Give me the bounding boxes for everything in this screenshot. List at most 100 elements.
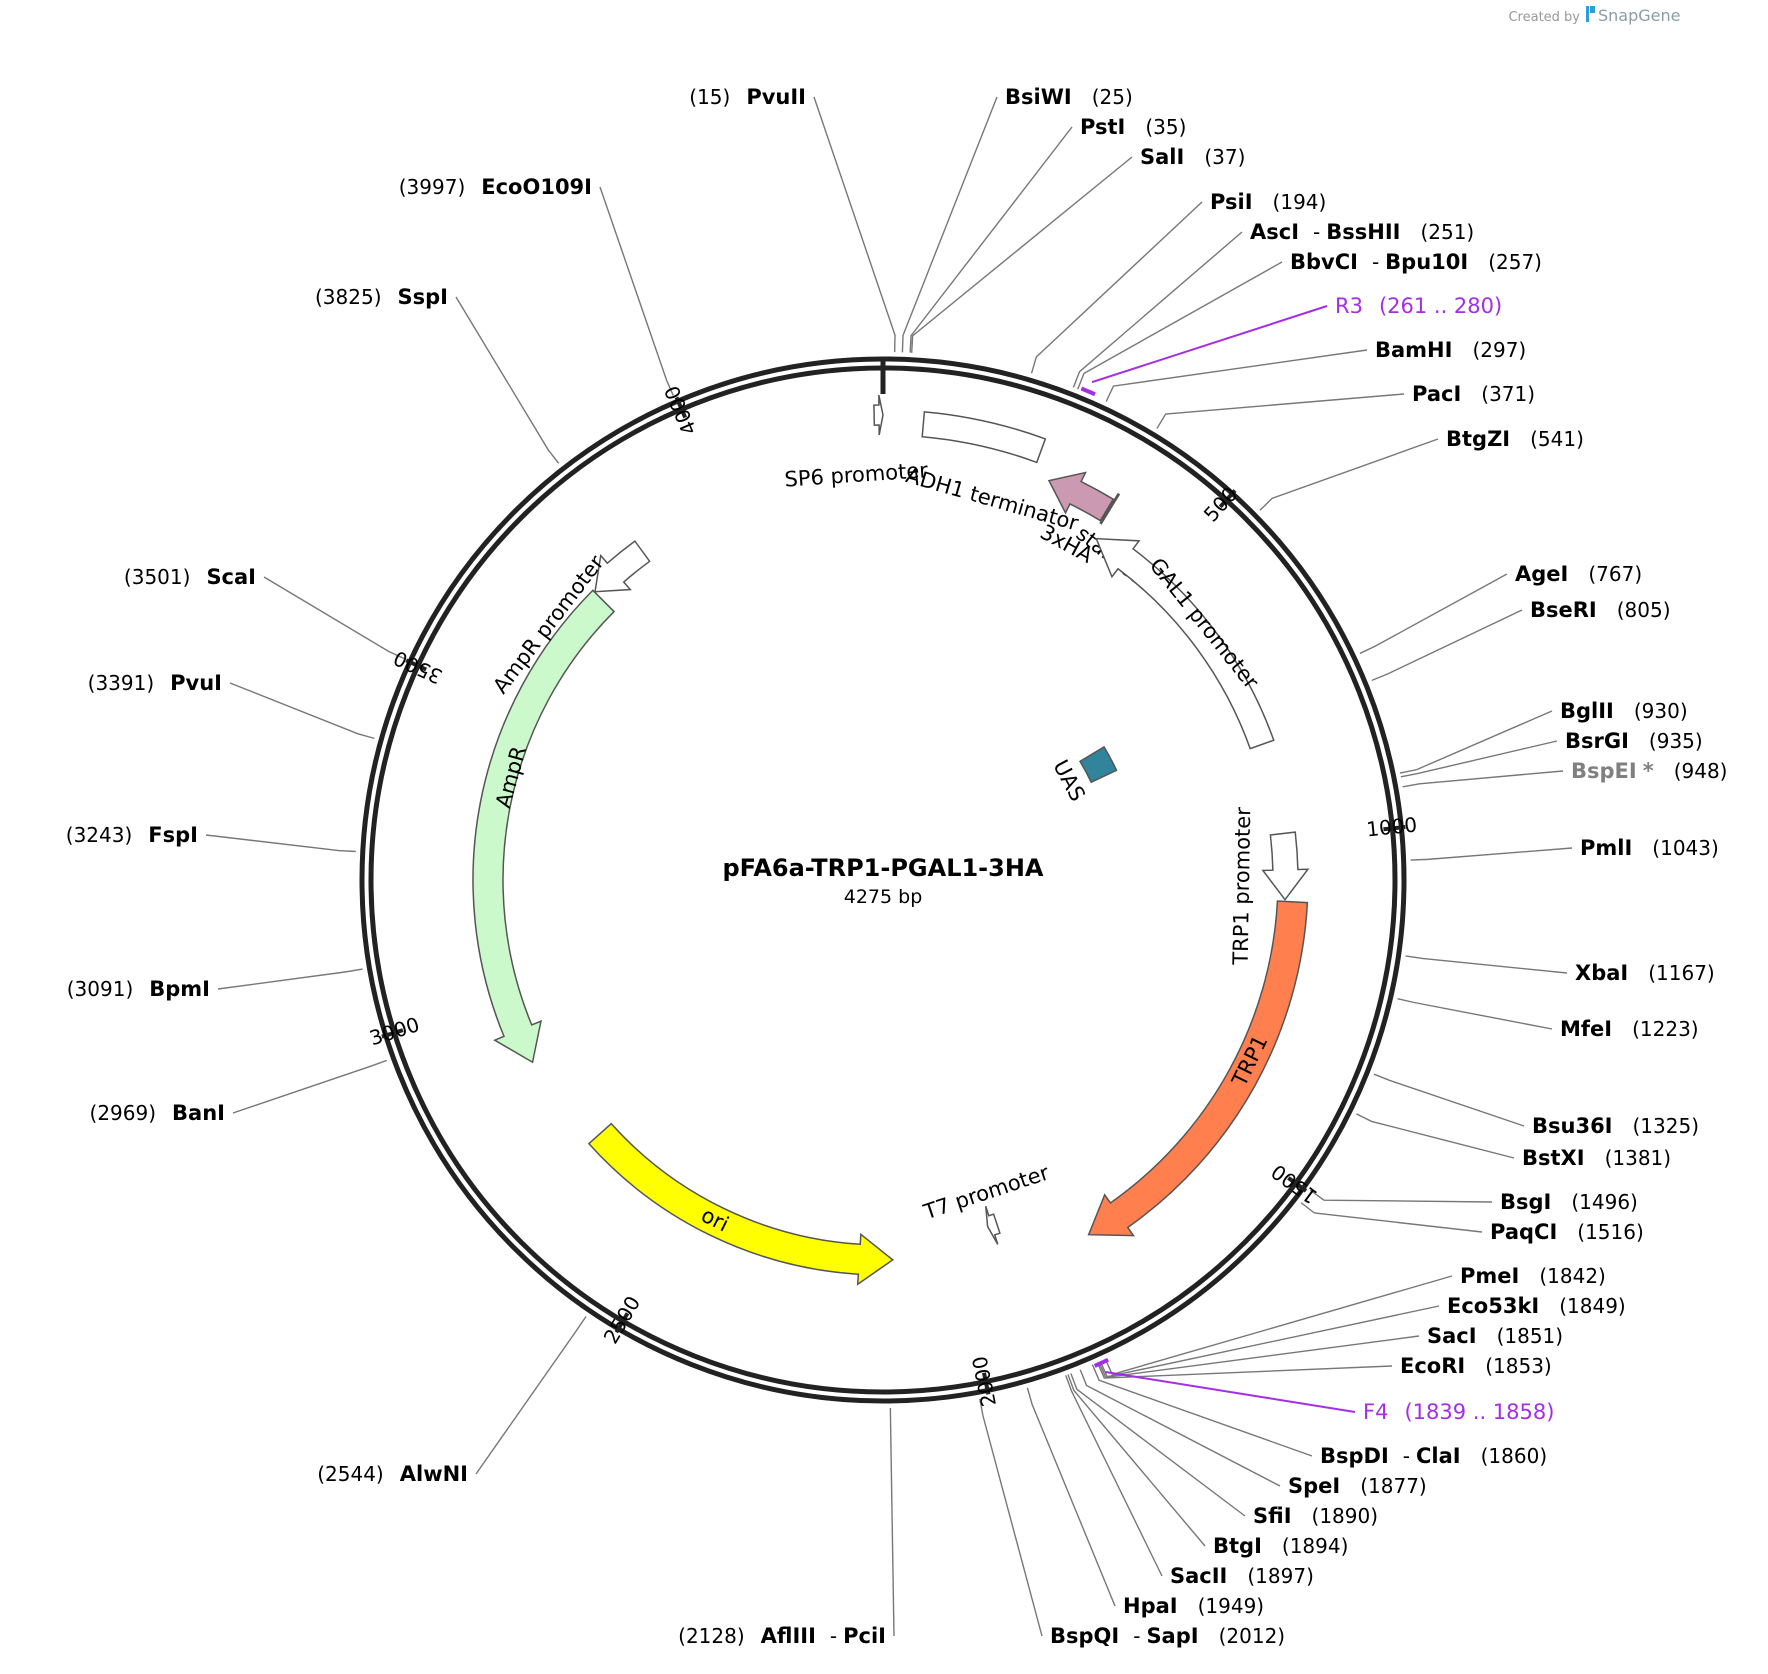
site-eco53ki[interactable]: Eco53kI(1849) xyxy=(1447,1294,1626,1318)
site-btgzi[interactable]: BtgZI(541) xyxy=(1446,427,1584,451)
leader-bseri xyxy=(1371,609,1523,682)
primer-name: R3 xyxy=(1335,294,1363,318)
site-bani[interactable]: (2969)BanI xyxy=(90,1101,225,1125)
site-afliii[interactable]: (2128)AflIII-PciI xyxy=(678,1624,886,1648)
site-dash: - xyxy=(1403,1444,1410,1468)
site-bsrgi[interactable]: BsrGI(935) xyxy=(1565,729,1703,753)
site-sali[interactable]: SalI(37) xyxy=(1140,145,1245,169)
feature-t7[interactable] xyxy=(984,1205,1001,1245)
site-paci[interactable]: PacI(371) xyxy=(1412,382,1535,406)
site-position: (930) xyxy=(1634,699,1688,723)
site-position: (257) xyxy=(1488,250,1542,274)
site-xbai[interactable]: XbaI(1167) xyxy=(1575,961,1715,985)
site-hpai[interactable]: HpaI(1949) xyxy=(1123,1594,1264,1618)
site-position: (1890) xyxy=(1312,1504,1379,1528)
feature-sp6[interactable] xyxy=(873,394,884,436)
site-bseri[interactable]: BseRI(805) xyxy=(1530,598,1671,622)
site-name: AlwNI xyxy=(400,1462,468,1486)
site-labels: (15)PvuII BsiWI(25) PstI(35) SalI(37) PsiI(1… xyxy=(66,85,1728,1648)
feature-ampr[interactable] xyxy=(472,589,616,1064)
site-name: PmlI xyxy=(1580,836,1632,860)
site-position: (1860) xyxy=(1481,1444,1548,1468)
feature-ori[interactable] xyxy=(587,1122,895,1286)
site-sfii[interactable]: SfiI(1890) xyxy=(1253,1504,1378,1528)
site-btgi[interactable]: BtgI(1894) xyxy=(1213,1534,1348,1558)
site-psti[interactable]: PstI(35) xyxy=(1080,115,1186,139)
site-name: XbaI xyxy=(1575,961,1628,985)
feature-adh1[interactable] xyxy=(921,411,1047,464)
site-bspqi[interactable]: BspQI-SapI(2012) xyxy=(1050,1624,1285,1648)
site-sacii[interactable]: SacII(1897) xyxy=(1170,1564,1314,1588)
site-bpmi[interactable]: (3091)BpmI xyxy=(67,977,210,1001)
site-paqci[interactable]: PaqCI(1516) xyxy=(1490,1220,1644,1244)
site-position: (1516) xyxy=(1577,1220,1644,1244)
site-scai[interactable]: (3501)ScaI xyxy=(124,565,256,589)
site-name: BspEI xyxy=(1571,759,1637,783)
leader-sali xyxy=(910,156,1133,353)
site-position: (1325) xyxy=(1633,1114,1700,1138)
site-bspdi[interactable]: BspDI-ClaI(1860) xyxy=(1320,1444,1547,1468)
site-position: (2128) xyxy=(678,1624,745,1648)
site-agei[interactable]: AgeI(767) xyxy=(1515,562,1642,586)
site-name: BpmI xyxy=(149,977,210,1001)
site-mfei[interactable]: MfeI(1223) xyxy=(1560,1017,1699,1041)
feature-ha[interactable] xyxy=(1047,471,1115,522)
leader-agei xyxy=(1359,573,1508,655)
feature-uas[interactable] xyxy=(1079,745,1118,784)
feature-label-trp1p: TRP1 promoter xyxy=(1229,807,1256,966)
site-bspei[interactable]: BspEI*(948) xyxy=(1571,759,1727,783)
site-pvuii[interactable]: (15)PvuII xyxy=(689,85,806,109)
site-pmli[interactable]: PmlI(1043) xyxy=(1580,836,1719,860)
site-position: (1223) xyxy=(1632,1017,1699,1041)
site-name: BanI xyxy=(172,1101,225,1125)
site-pmei[interactable]: PmeI(1842) xyxy=(1460,1264,1606,1288)
site-position: (15) xyxy=(689,85,730,109)
feature-trp1p[interactable] xyxy=(1261,831,1310,901)
feature-gal1[interactable] xyxy=(1095,537,1275,750)
site-position: (1496) xyxy=(1571,1190,1638,1214)
site-fspi[interactable]: (3243)FspI xyxy=(66,823,198,847)
feature-amprp[interactable] xyxy=(594,540,651,593)
site-ecori[interactable]: EcoRI(1853) xyxy=(1400,1354,1552,1378)
site-position: (1894) xyxy=(1282,1534,1349,1558)
feature-label-gal1: GAL1 promoter xyxy=(1145,553,1264,693)
site-leader-lines xyxy=(205,96,1573,1637)
leader-bamhi xyxy=(1105,349,1368,402)
site-name: ScaI xyxy=(206,565,256,589)
site-psii[interactable]: PsiI(194) xyxy=(1210,190,1326,214)
site-bbvci[interactable]: BbvCI-Bpu10I(257) xyxy=(1290,250,1542,274)
primer-f4[interactable]: F4(1839 .. 1858) xyxy=(1363,1400,1554,1424)
site-bstxi[interactable]: BstXI(1381) xyxy=(1522,1146,1671,1170)
leader-xbai xyxy=(1405,955,1568,974)
site-name-2: SapI xyxy=(1146,1624,1198,1648)
site-name: BseRI xyxy=(1530,598,1597,622)
site-alwni[interactable]: (2544)AlwNI xyxy=(317,1462,468,1486)
site-bsgi[interactable]: BsgI (1496) xyxy=(1500,1190,1638,1214)
feature-trp1[interactable] xyxy=(1087,900,1309,1237)
site-bamhi[interactable]: BamHI(297) xyxy=(1375,338,1526,362)
site-asci[interactable]: AscI-BssHII(251) xyxy=(1250,220,1474,244)
site-name-2: ClaI xyxy=(1416,1444,1461,1468)
site-name: BsiWI xyxy=(1005,85,1072,109)
site-position: (1849) xyxy=(1559,1294,1626,1318)
leader-afliii xyxy=(889,1407,895,1637)
snapgene-logo-icon xyxy=(1586,6,1589,22)
site-bsiwi[interactable]: BsiWI(25) xyxy=(1005,85,1133,109)
site-name: PmeI xyxy=(1460,1264,1519,1288)
site-name: BsrGI xyxy=(1565,729,1629,753)
site-ecoo109i[interactable]: (3997)EcoO109I xyxy=(399,175,592,199)
primer-r3[interactable]: R3(261 .. 280) xyxy=(1335,294,1502,318)
site-bglii[interactable]: BglII(930) xyxy=(1560,699,1688,723)
site-sspi[interactable]: (3825)SspI xyxy=(315,285,448,309)
leader-sacii xyxy=(1065,1375,1163,1577)
site-name: PstI xyxy=(1080,115,1125,139)
site-name: BsgI xyxy=(1500,1190,1551,1214)
site-bsu36i[interactable]: Bsu36I(1325) xyxy=(1532,1114,1699,1138)
site-pvui[interactable]: (3391)PvuI xyxy=(88,671,222,695)
leader-paci xyxy=(1156,393,1405,429)
leader-psti xyxy=(909,126,1073,353)
feature-startcodon[interactable] xyxy=(1099,492,1121,525)
site-saci[interactable]: SacI(1851) xyxy=(1427,1324,1563,1348)
site-spei[interactable]: SpeI(1877) xyxy=(1288,1474,1427,1498)
site-position: (541) xyxy=(1530,427,1584,451)
